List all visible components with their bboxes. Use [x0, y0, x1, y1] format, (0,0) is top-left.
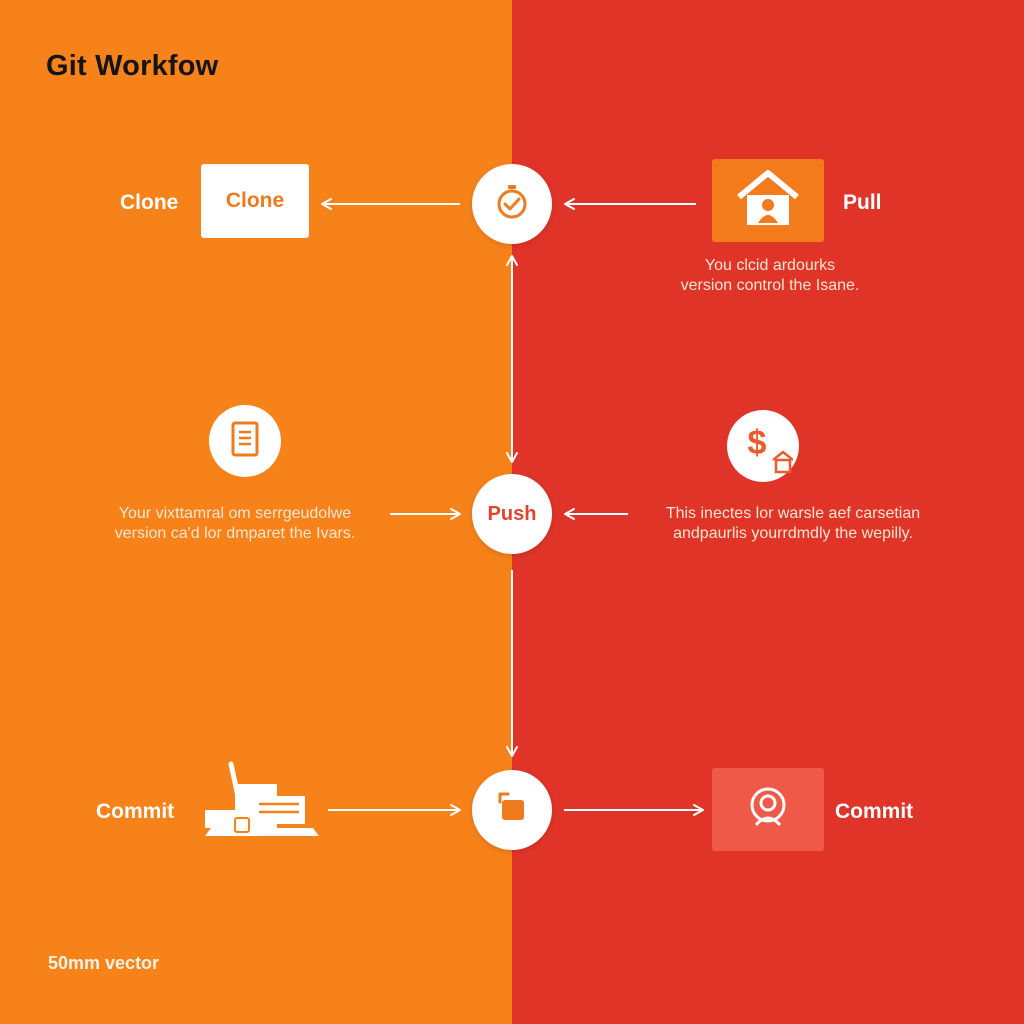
house-person-icon — [733, 167, 803, 234]
push-node[interactable]: Push — [472, 474, 552, 554]
pull-label: Pull — [843, 191, 882, 214]
commit-left-label: Commit — [96, 800, 175, 823]
square-tag-icon — [492, 788, 532, 833]
hub-bottom-node[interactable] — [472, 770, 552, 850]
pull-description: You clcid ardourks version control the I… — [660, 256, 880, 296]
user-circle-icon — [746, 785, 790, 834]
right-mid-desc-line1: This inectes lor warsle aef carsetian — [665, 505, 921, 522]
workbench-icon — [203, 760, 321, 847]
dollar-house-icon: $ — [733, 414, 794, 479]
left-mid-node[interactable] — [209, 405, 281, 477]
pull-desc-line1: You clcid ardourks — [704, 257, 836, 274]
right-mid-description: This inectes lor warsle aef carsetian an… — [636, 504, 950, 544]
document-icon — [229, 421, 261, 462]
pull-box[interactable] — [712, 159, 824, 242]
clone-box-label: Clone — [225, 189, 285, 212]
left-mid-description: Your vixttamral om serrgeudolwe version … — [85, 504, 385, 544]
pull-desc-line2: version control the Isane. — [680, 277, 860, 294]
page-title: Git Workfow — [46, 50, 219, 82]
hub-top-node[interactable] — [472, 164, 552, 244]
left-mid-desc-line2: version ca'd lor dmparet the Ivars. — [114, 525, 356, 542]
commit-right-box[interactable] — [712, 768, 824, 851]
footer-caption: 50mm vector — [48, 953, 160, 973]
commit-right-label: Commit — [835, 800, 914, 823]
right-mid-node[interactable]: $ — [727, 410, 799, 482]
clone-label: Clone — [120, 191, 179, 214]
left-mid-desc-line1: Your vixttamral om serrgeudolwe — [118, 505, 352, 522]
clone-box[interactable]: Clone — [201, 164, 309, 238]
clock-check-icon — [492, 182, 532, 227]
right-mid-desc-line2: andpaurlis yourrdmdly the wepilly. — [673, 525, 913, 542]
svg-text:$: $ — [748, 424, 767, 462]
push-node-label: Push — [487, 502, 537, 525]
